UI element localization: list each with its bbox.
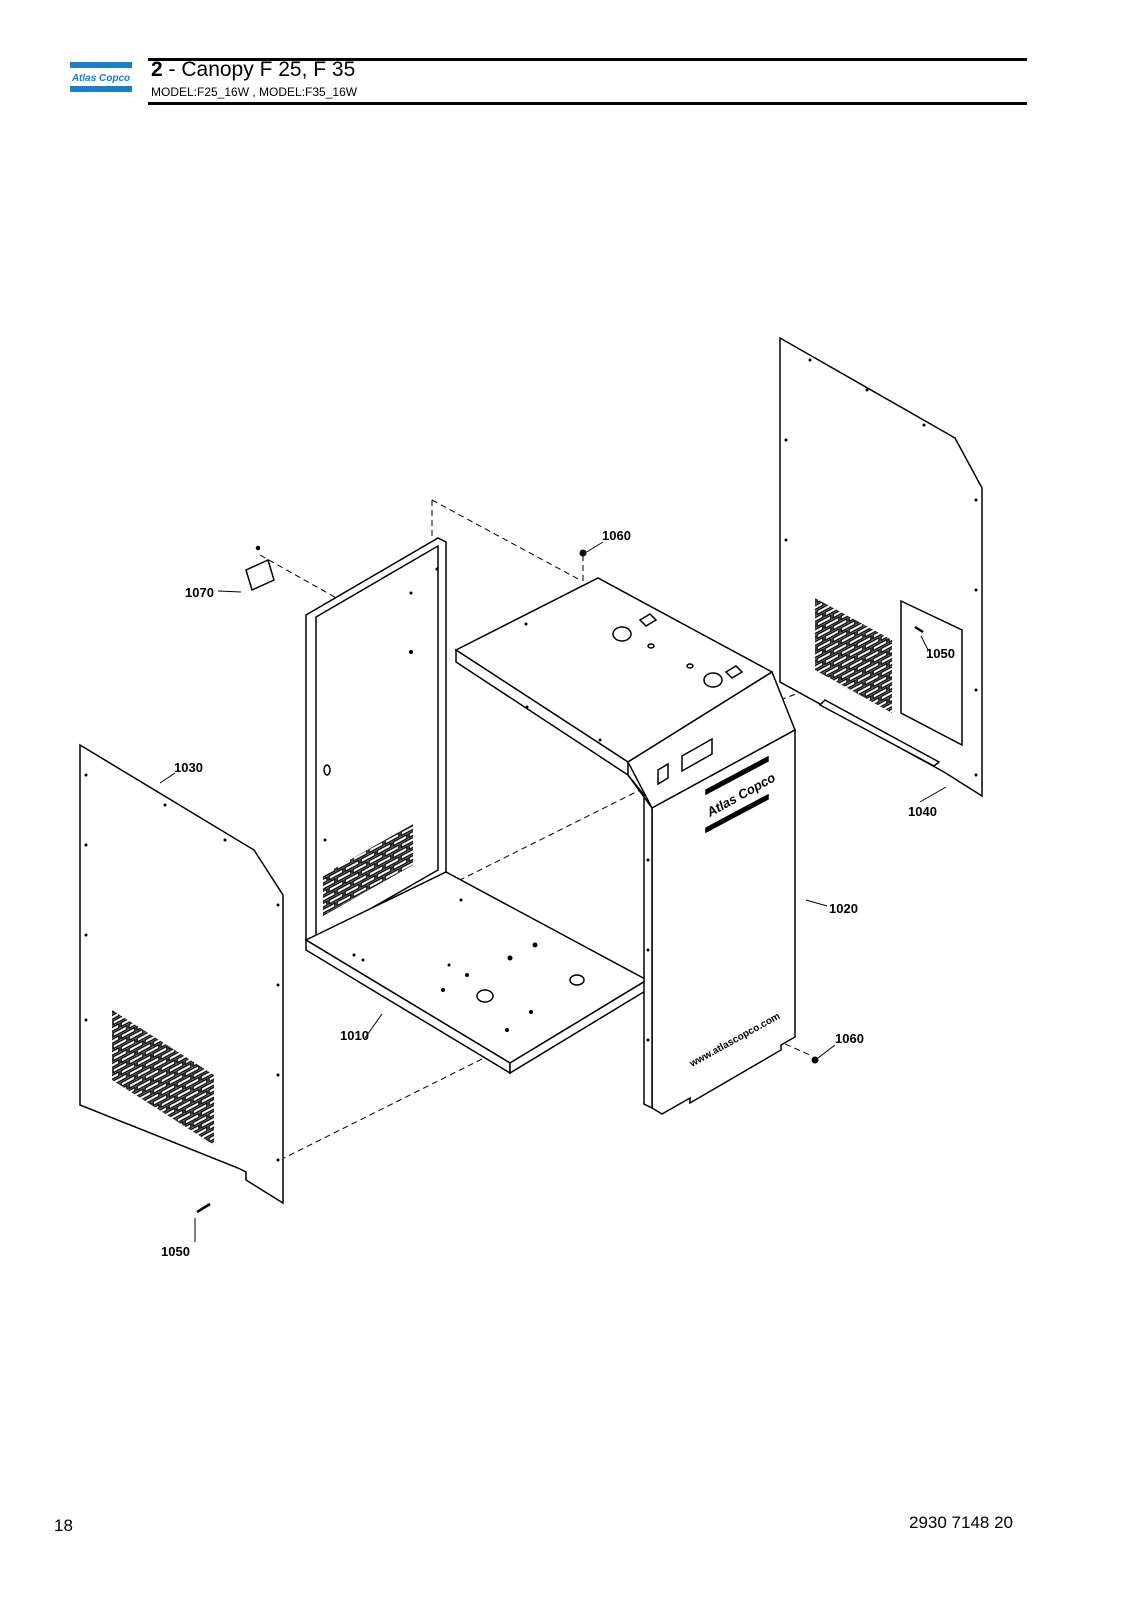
callout-1050-right: 1050	[926, 646, 955, 661]
header-top-rule	[148, 58, 1027, 61]
part-1070-plate	[245, 545, 275, 592]
document-number: 2930 7148 20	[909, 1513, 1013, 1532]
screw-1050-right	[914, 625, 924, 634]
callout-1020: 1020	[829, 901, 858, 916]
screw-1060-bottom	[811, 1056, 819, 1064]
model-list: MODEL:F25_16W , MODEL:F35_16W	[151, 85, 358, 99]
callout-1050-left: 1050	[161, 1244, 190, 1259]
screw-1050-left	[196, 1202, 211, 1214]
part-1020-front-canopy: Atlas Copco www.atlascopco.com	[454, 577, 796, 1115]
section-number: 2	[151, 58, 163, 81]
leader-lines	[159, 541, 947, 1242]
screw-1060-top	[579, 549, 587, 557]
part-1040-right-panel	[779, 336, 983, 798]
page-number: 18	[54, 1516, 73, 1535]
section-title-text: - Canopy F 25, F 35	[162, 58, 356, 81]
callout-1030: 1030	[174, 760, 203, 775]
part-1010-base-frame	[304, 537, 649, 1075]
page-header: Atlas Copco 2 - Canopy F 25, F 35 MODEL:…	[0, 0, 1131, 110]
callout-1060-top: 1060	[602, 528, 631, 543]
atlas-copco-logo: Atlas Copco	[70, 62, 132, 92]
part-1030-left-panel	[79, 743, 284, 1205]
callout-1070: 1070	[185, 585, 214, 600]
callout-1060-bottom: 1060	[835, 1031, 864, 1046]
svg-text:Atlas Copco: Atlas Copco	[71, 73, 130, 84]
callout-1010: 1010	[340, 1028, 369, 1043]
callout-labels: 1060 1070 1030 1050 1040 1020 1010 1060 …	[161, 528, 955, 1259]
callout-1040: 1040	[908, 804, 937, 819]
header-bottom-rule	[148, 102, 1027, 105]
section-title: 2 - Canopy F 25, F 35	[151, 58, 355, 82]
fasteners	[196, 549, 924, 1214]
